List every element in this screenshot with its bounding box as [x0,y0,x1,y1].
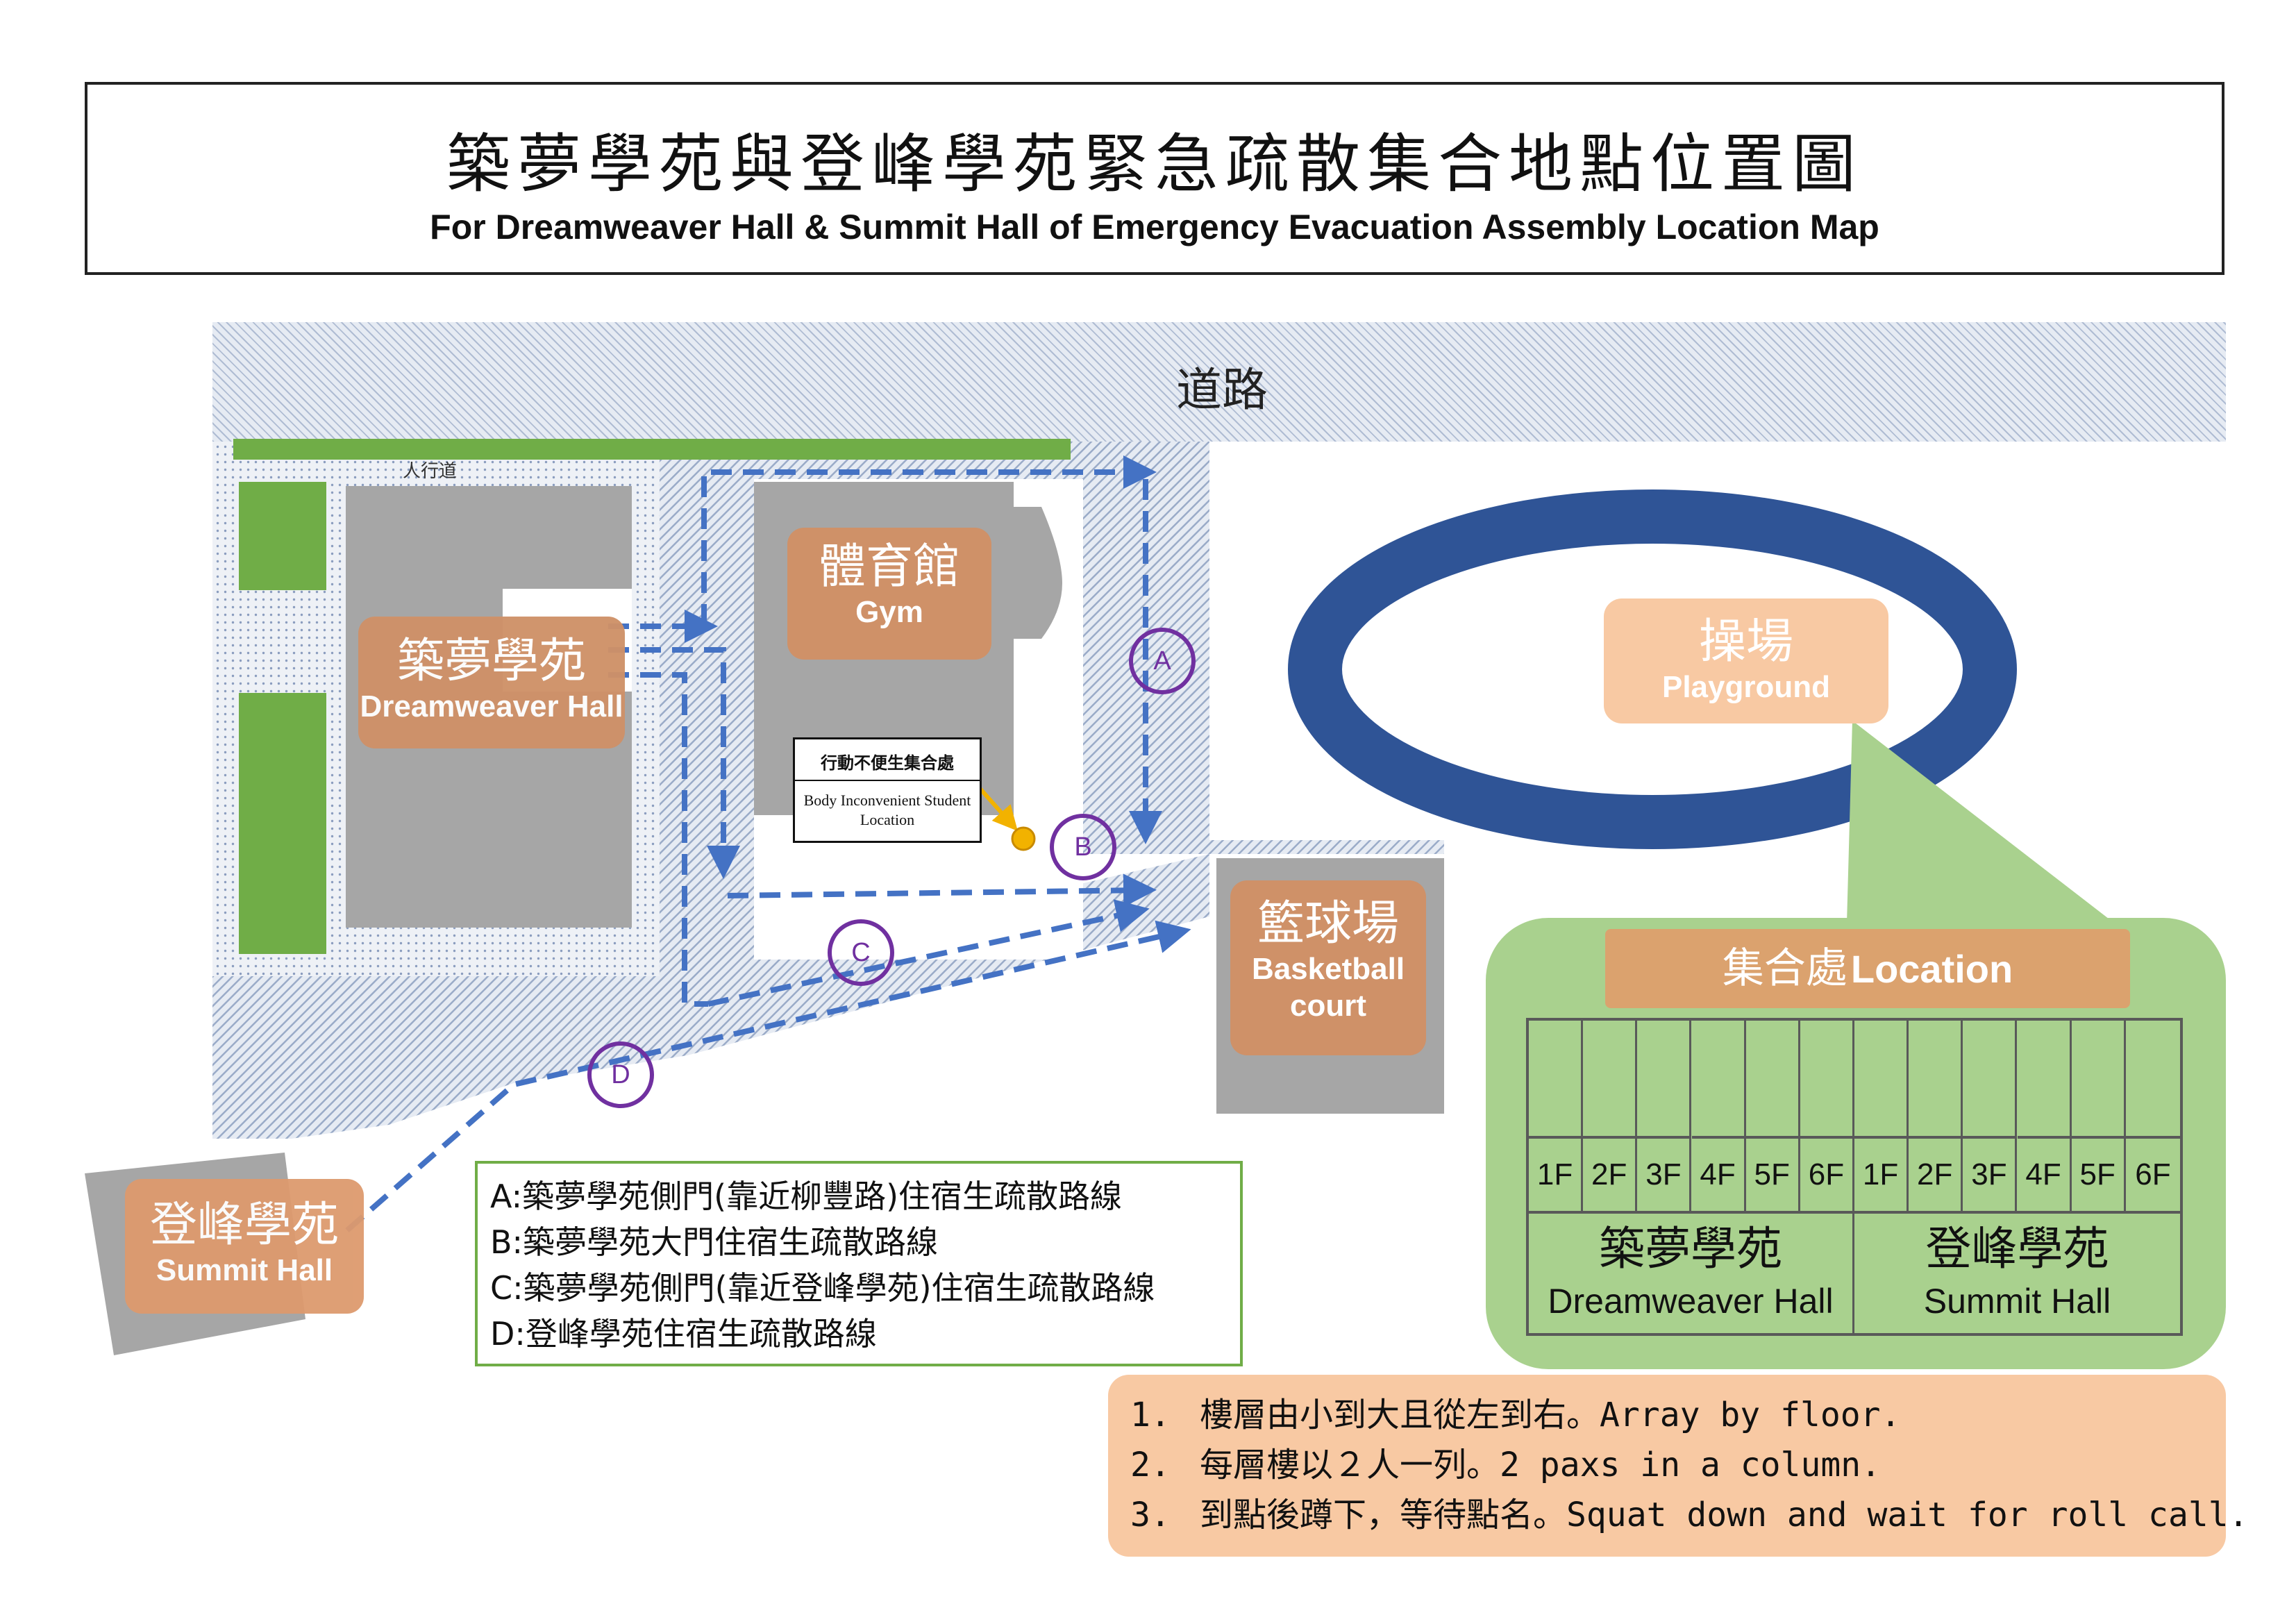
basketball-label-en-2: court [1290,988,1366,1023]
basketball-label-zh: 籃球場 [1257,896,1399,951]
floor-cell: 6F [1800,1136,1854,1211]
route-c-path [707,899,1150,1007]
location-header-zh: 集合處 [1722,944,1847,993]
route-a-path [701,455,1157,625]
gym-label-zh: 體育館 [818,539,960,594]
inconvenient-note-en: Body Inconvenient Student Location [803,792,971,828]
location-header: 集合處 Location [1605,929,2130,1008]
grid-column-slot [1583,1021,1638,1136]
grid-column-slot [2072,1021,2126,1136]
rule-3-text: 到點後蹲下，等待點名。Squat down and wait for roll … [1200,1496,2249,1534]
inconvenient-note-divider [795,780,980,781]
summit-label-zh: 登峰學苑 [149,1198,339,1253]
gym-label-en: Gym [855,595,923,630]
grid-column-slot [1800,1021,1854,1136]
grid-column-slot [1637,1021,1692,1136]
grid-column-slot [2126,1021,2180,1136]
hall-cell-summit: 登峰學苑 Summit Hall [1854,1211,2180,1333]
road-top [212,322,2226,442]
floor-cell: 4F [2017,1136,2072,1211]
legend-item-c: C:築夢學苑側門(靠近登峰學苑)住宿生疏散路線 [490,1269,1155,1307]
dreamweaver-label-zh: 築夢學苑 [396,634,586,689]
floor-cell: 4F [1691,1136,1746,1211]
rule-3-num: 3. [1130,1496,1171,1534]
rule-2-num: 2. [1130,1446,1171,1484]
sidewalk-label: 人行道 [403,461,458,482]
location-header-en: Location [1850,947,2013,991]
playground-label-zh: 操場 [1698,614,1793,669]
floor-cell: 6F [2125,1136,2180,1211]
title-zh: 築夢學苑與登峰學苑緊急疏散集合地點位置圖 [446,127,1863,201]
dreamweaver-label-en: Dreamweaver Hall [360,689,623,724]
route-d-path [345,920,1191,1233]
inconvenient-arrow [977,786,1018,831]
rule-1: 1. 樓層由小到大且從左到右。Array by floor. [1130,1390,2226,1440]
legend-item-a: A:築夢學苑側門(靠近柳豐路)住宿生疏散路線 [490,1178,1123,1215]
rule-2: 2. 每層樓以２人一列。2 paxs in a column. [1130,1440,2226,1490]
sidewalk-lawn [233,439,1071,460]
lawn-north [239,482,326,590]
inconvenient-note: 行動不便生集合處 Body Inconvenient Student Locat… [793,737,982,843]
floor-cell: 5F [1745,1136,1800,1211]
floor-cell: 2F [1909,1136,1963,1211]
hall-name-zh: 築夢學苑 [1599,1222,1782,1275]
legend-item-d: D:登峰學苑住宿生疏散路線 [490,1315,877,1353]
hall-name-en: Dreamweaver Hall [1548,1282,1834,1321]
grid-column-slot [1963,1021,2018,1136]
route-marker-b: B [1050,814,1116,880]
basketball-label: 籃球場 Basketball court [1230,880,1426,1055]
playground-label-en: Playground [1661,670,1831,705]
dreamweaver-label: 築夢學苑 Dreamweaver Hall [358,617,625,748]
rule-2-text: 每層樓以２人一列。2 paxs in a column. [1200,1446,1882,1484]
rule-1-text: 樓層由小到大且從左到右。Array by floor. [1200,1396,1901,1434]
title-en: For Dreamweaver Hall & Summit Hall of Em… [430,208,1879,246]
lawn-south [239,693,326,954]
callout-wedge [1847,721,2115,923]
floor-cell: 1F [1854,1136,1909,1211]
gym-apse [1014,507,1062,639]
route-marker-d: D [587,1041,654,1108]
route-legend: A:築夢學苑側門(靠近柳豐路)住宿生疏散路線 B:築夢學苑大門住宿生疏散路線 C… [475,1161,1243,1366]
basketball-label-en-1: Basketball [1251,952,1405,987]
assembly-rules: 1. 樓層由小到大且從左到右。Array by floor. 2. 每層樓以２人一列… [1108,1375,2249,1557]
playground-label: 操場 Playground [1604,598,1888,723]
floor-cell: 2F [1583,1136,1638,1211]
route-c-entry [608,672,708,1007]
grid-column-slot [1854,1021,1909,1136]
route-marker-a: A [1129,628,1196,694]
summit-label-en: Summit Hall [156,1253,333,1288]
floor-cell: 1F [1529,1136,1584,1211]
grid-column-slot [1529,1021,1584,1136]
route-marker-c: C [828,919,894,986]
floor-cell: 5F [2071,1136,2126,1211]
rule-3: 3. 到點後蹲下，等待點名。Squat down and wait for rol… [1130,1490,2249,1540]
legend-item-b: B:築夢學苑大門住宿生疏散路線 [490,1223,939,1261]
inconvenient-point [1011,826,1036,851]
playground-track [1288,489,2017,849]
title-box: 築夢學苑與登峰學苑緊急疏散集合地點位置圖 For Dreamweaver Hal… [85,82,2224,275]
hall-cell-dreamweaver: 築夢學苑 Dreamweaver Hall [1529,1211,1854,1333]
grid-column-slot [1909,1021,1963,1136]
road-label: 道路 [1176,363,1268,417]
grid-column-slot [1746,1021,1800,1136]
inconvenient-note-zh: 行動不便生集合處 [821,753,954,773]
rule-1-num: 1. [1130,1396,1171,1434]
floor-cell: 3F [1963,1136,2018,1211]
floor-cell: 3F [1637,1136,1692,1211]
gym-label: 體育館 Gym [787,528,991,660]
route-b-path [727,873,1157,907]
route-b-entry [608,647,740,879]
grid-column-slot [1692,1021,1746,1136]
grid-column-slot [2018,1021,2072,1136]
hall-name-zh: 登峰學苑 [1925,1222,2109,1275]
summit-label: 登峰學苑 Summit Hall [125,1179,364,1314]
hall-name-en: Summit Hall [1923,1282,2111,1321]
